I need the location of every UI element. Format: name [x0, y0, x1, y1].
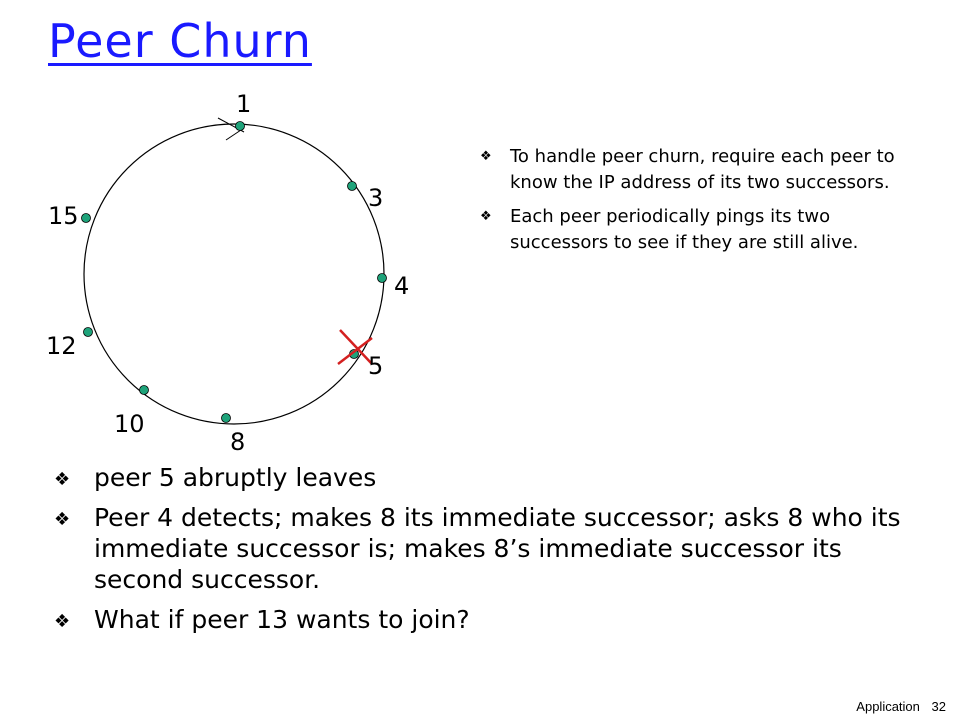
peer-label-4: 4: [394, 272, 410, 300]
bullet-icon: ❖: [480, 209, 492, 224]
peer-label-8: 8: [230, 428, 246, 456]
bullet-icon: ❖: [480, 149, 492, 164]
peer-node-10: [139, 385, 149, 395]
peer-label-3: 3: [368, 184, 384, 212]
peer-label-1: 1: [236, 90, 252, 118]
peer-node-12: [83, 327, 93, 337]
bullet-icon: ❖: [54, 611, 71, 632]
nodes-layer: [81, 121, 387, 423]
peer-node-3: [347, 181, 357, 191]
bullet-icon: ❖: [54, 469, 71, 490]
main-bullet-item-text: peer 5 abruptly leaves: [94, 463, 377, 492]
peer-label-10: 10: [114, 410, 145, 438]
slide-title: Peer Churn: [48, 14, 312, 68]
peer-node-1: [235, 121, 245, 131]
main-bullet-item-text: Peer 4 detects; makes 8 its immediate su…: [94, 503, 901, 594]
main-bullet-item: ❖ peer 5 abruptly leaves: [46, 462, 936, 493]
peer-label-5: 5: [368, 352, 384, 380]
peer-node-15: [81, 213, 91, 223]
peer-node-4: [377, 273, 387, 283]
bullet-icon: ❖: [54, 509, 71, 530]
ring-circle: [83, 123, 385, 425]
main-bullet-list: ❖ peer 5 abruptly leaves ❖ Peer 4 detects; …: [46, 462, 936, 644]
footer-section-label: Application: [856, 699, 920, 714]
slide-footer: Application 32: [848, 699, 946, 714]
main-bullet-item: ❖ What if peer 13 wants to join?: [46, 604, 936, 635]
page-number: 32: [931, 699, 946, 714]
main-bullet-item: ❖ Peer 4 detects; makes 8 its immediate s…: [46, 502, 936, 595]
side-bullet-item-text: Each peer periodically pings its two suc…: [510, 206, 859, 253]
main-bullet-item-text: What if peer 13 wants to join?: [94, 605, 470, 634]
peer-label-15: 15: [48, 202, 79, 230]
side-bullet-item: ❖ Each peer periodically pings its two s…: [476, 204, 916, 256]
peer-label-12: 12: [46, 332, 77, 360]
peer-node-8: [221, 413, 231, 423]
side-bullet-item: ❖ To handle peer churn, require each peer…: [476, 144, 916, 196]
side-bullet-list: ❖ To handle peer churn, require each peer…: [476, 144, 916, 264]
side-bullet-item-text: To handle peer churn, require each peer …: [510, 146, 895, 193]
departed-cross: [337, 329, 373, 365]
departed-cross-stroke: [337, 337, 373, 365]
departed-cross-stroke: [339, 329, 373, 365]
